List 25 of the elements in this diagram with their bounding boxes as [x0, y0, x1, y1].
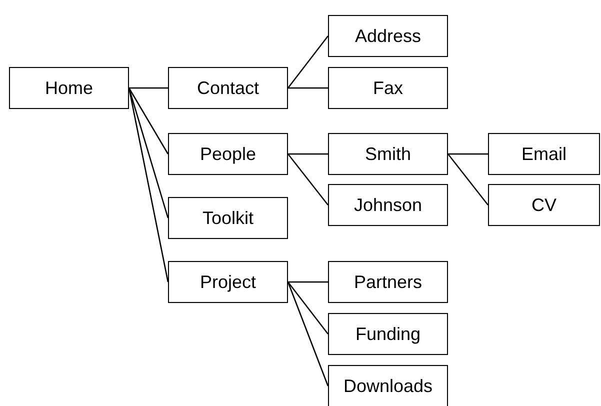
page-box: CV [488, 184, 600, 226]
page-box: Home [9, 67, 129, 109]
page-box: Funding [328, 313, 448, 355]
connector-line [448, 153, 488, 155]
connector-line [447, 154, 489, 206]
connector-line [128, 88, 169, 154]
connector-line [288, 153, 328, 155]
page-box: People [168, 133, 288, 175]
connector-line [287, 154, 329, 206]
page-box: Fax [328, 67, 448, 109]
page-box: Project [168, 261, 288, 303]
connector-line [287, 36, 329, 88]
page-box: Smith [328, 133, 448, 175]
connector-line [287, 282, 329, 386]
page-box: Johnson [328, 184, 448, 226]
page-box: Address [328, 15, 448, 57]
page-box: Downloads [328, 365, 448, 406]
page-box: Contact [168, 67, 288, 109]
connector-line [129, 87, 168, 89]
connector-line [288, 281, 328, 283]
page-box: Email [488, 133, 600, 175]
page-box: Toolkit [168, 197, 288, 239]
connector-line [287, 282, 329, 334]
page-box: Partners [328, 261, 448, 303]
connector-line [288, 87, 328, 89]
